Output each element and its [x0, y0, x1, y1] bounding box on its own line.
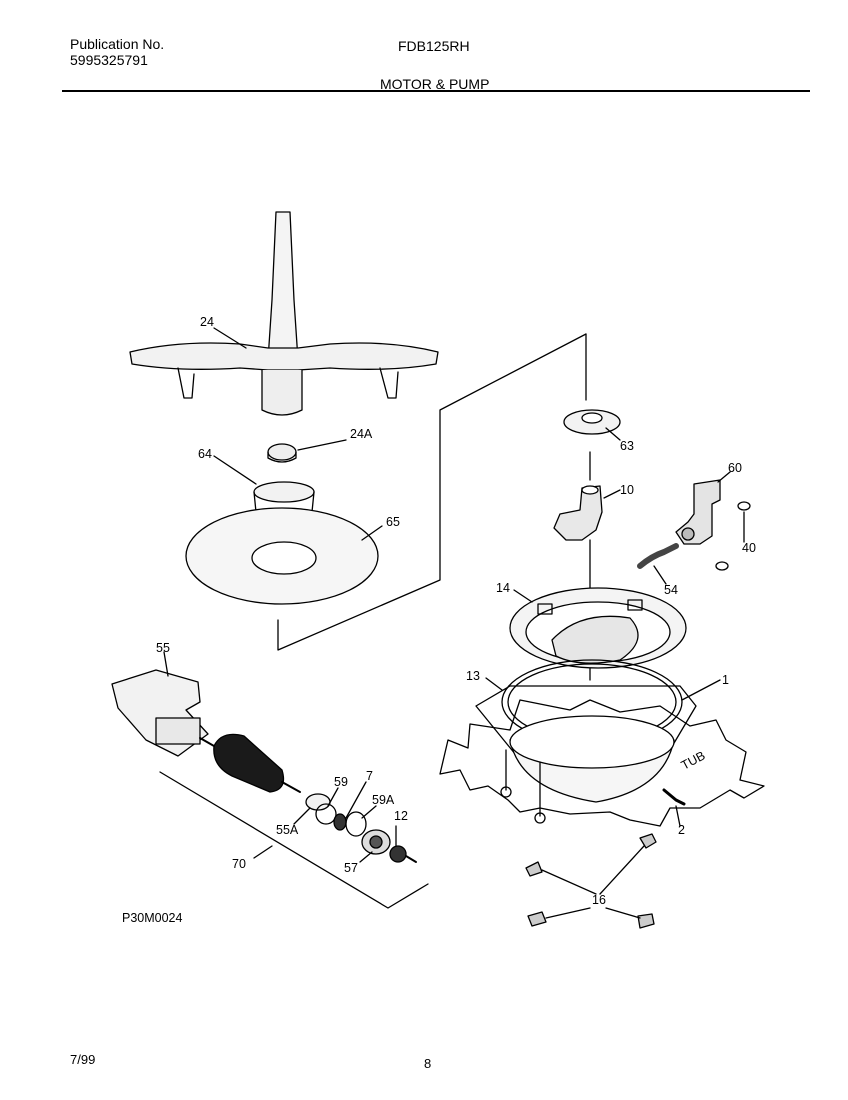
nut-parts — [525, 833, 657, 929]
header-rule — [62, 90, 810, 92]
callout-24: 24 — [200, 315, 214, 329]
publication-number: 5995325791 — [70, 52, 148, 68]
screw-part — [662, 788, 686, 806]
callout-2: 2 — [678, 823, 685, 837]
callout-10: 10 — [620, 483, 634, 497]
valve-part — [675, 479, 721, 545]
impeller-part — [361, 829, 391, 855]
callout-70: 70 — [232, 857, 246, 871]
callout-64: 64 — [198, 447, 212, 461]
callout-54: 54 — [664, 583, 678, 597]
callout-55a: 55A — [276, 823, 299, 837]
callout-60: 60 — [728, 461, 742, 475]
callout-24a: 24A — [350, 427, 373, 441]
callout-65: 65 — [386, 515, 400, 529]
callout-55: 55 — [156, 641, 170, 655]
callout-59a: 59A — [372, 793, 395, 807]
sump-tub-part — [439, 685, 765, 827]
motor-armature-part — [199, 733, 301, 793]
callout-7: 7 — [366, 769, 373, 783]
motor-end-part — [111, 669, 209, 757]
page-number: 8 — [424, 1056, 432, 1071]
impeller-cap-part — [563, 409, 621, 435]
chopper-part — [389, 845, 417, 863]
bracket-part — [553, 485, 603, 541]
hose-part — [637, 543, 679, 569]
spray-arm-part — [129, 211, 439, 416]
callout-63: 63 — [620, 439, 634, 453]
callout-13: 13 — [466, 669, 480, 683]
callout-14: 14 — [496, 581, 510, 595]
pump-housing-part — [509, 587, 687, 669]
bearing-part — [267, 443, 297, 461]
callout-1: 1 — [722, 673, 729, 687]
diagram-code: P30M0024 — [122, 911, 183, 925]
callout-40: 40 — [742, 541, 756, 555]
shield-disc-part — [185, 507, 379, 605]
publication-label: Publication No. — [70, 36, 165, 52]
footer-date: 7/99 — [70, 1052, 96, 1067]
model-number: FDB125RH — [398, 38, 470, 54]
callout-57: 57 — [344, 861, 358, 875]
section-title: MOTOR & PUMP — [380, 76, 490, 92]
callout-16: 16 — [592, 893, 606, 907]
clip-part — [737, 501, 751, 511]
callout-12: 12 — [394, 809, 408, 823]
tub-text: TUB — [679, 749, 708, 773]
callout-59: 59 — [334, 775, 348, 789]
